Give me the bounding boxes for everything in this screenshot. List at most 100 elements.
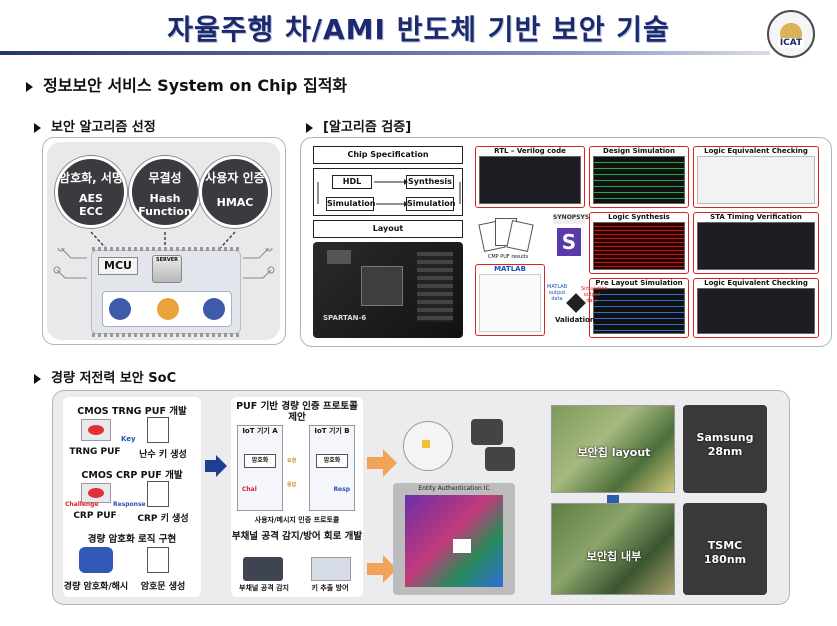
cmp-docs-icon bbox=[478, 218, 534, 252]
board-connector bbox=[327, 250, 351, 264]
die-label: Entity Authentication IC bbox=[418, 485, 490, 492]
validation-label: Validation bbox=[555, 316, 595, 324]
simulation-box-a: Simulation bbox=[326, 197, 375, 211]
synopsys-badge: SYNOPSYS bbox=[553, 214, 589, 224]
logo-text: ICAT bbox=[777, 38, 805, 48]
algo-circle-value: ECC bbox=[79, 205, 103, 218]
algo-circle-value: Hash bbox=[149, 192, 181, 205]
crypto-hash-label: 경량 암호화/해시 bbox=[63, 582, 129, 592]
server-label: SERVER bbox=[155, 257, 178, 263]
die-core bbox=[405, 495, 503, 587]
cipher-label: 암호문 생성 bbox=[140, 582, 186, 592]
flow-arrows bbox=[317, 179, 461, 207]
soc-heading: 경량 저전력 보안 SoC bbox=[34, 367, 176, 386]
logic-synth-screen bbox=[593, 222, 685, 270]
enc-box-a: 암호화 bbox=[244, 454, 276, 468]
mcu-label: MCU bbox=[98, 257, 138, 275]
user-node-icon bbox=[109, 298, 131, 320]
chip-pins-bottom bbox=[92, 333, 242, 337]
section1-heading: 정보보안 서비스 System on Chip 집적화 bbox=[26, 72, 347, 96]
algo-circle-integrity: 무결성 Hash Function bbox=[129, 156, 201, 228]
server-icon: SERVER bbox=[152, 255, 182, 283]
protocol-caption: 사용자/메시지 인증 프로토콜 bbox=[254, 516, 340, 524]
design-sim-frame: Design Simulation bbox=[589, 146, 689, 208]
iot-device-a: IoT 기기 A 암호화 Chal bbox=[237, 425, 283, 511]
doc-page-icon bbox=[506, 220, 534, 252]
algo-circle-title: 무결성 bbox=[148, 171, 182, 185]
attack-chip-icon bbox=[243, 557, 283, 581]
trng-puf-label: TRNG PUF bbox=[69, 447, 121, 457]
crp-chip-icon bbox=[81, 483, 111, 503]
soc-protocol-card: PUF 기반 경량 인증 프로토콜 제안 IoT 기기 A 암호화 Chal I… bbox=[231, 397, 363, 597]
chip-core-icon bbox=[88, 488, 104, 498]
zoom-circle bbox=[403, 421, 453, 471]
algo-circle-title: 사용자 인증 bbox=[205, 171, 265, 185]
soc-heading-text: 경량 저전력 보안 SoC bbox=[51, 371, 177, 386]
logic-eq2-label: Logic Equivalent Checking bbox=[704, 279, 808, 287]
zoom-detail bbox=[422, 440, 430, 448]
logic-synth-label: Logic Synthesis bbox=[608, 213, 670, 221]
institution-logo: ICAT bbox=[767, 10, 815, 58]
inside-photo-label: 보안칩 내부 bbox=[586, 550, 642, 563]
crp-puf-block bbox=[453, 539, 471, 553]
synopsys-logo-icon: S bbox=[557, 228, 581, 256]
crp-doc-icon bbox=[147, 481, 169, 507]
verify-heading: [알고리즘 검증] bbox=[306, 116, 411, 135]
orange-arrows bbox=[367, 449, 397, 583]
rtl-frame: RTL – Verilog code bbox=[475, 146, 585, 208]
eda-flow: RTL – Verilog code Design Simulation Log… bbox=[471, 146, 823, 340]
chip-zoom-callout bbox=[393, 417, 515, 475]
logic-eq2-screen bbox=[697, 288, 815, 334]
key-label: Key bbox=[121, 435, 136, 443]
iot-device-b: IoT 기기 B 암호화 Resp bbox=[309, 425, 355, 511]
layout-photo: 보안칩 layout bbox=[551, 405, 675, 493]
chal-label-a: Chal bbox=[242, 486, 257, 493]
cipher-doc-icon bbox=[147, 547, 169, 573]
hdl-box: HDL bbox=[332, 175, 372, 189]
samsung-nm-label: 28nm bbox=[707, 445, 743, 458]
tsmc-nm-label: 180nm bbox=[703, 553, 747, 566]
right-arrow-icon bbox=[205, 455, 227, 477]
circuit-trace-left bbox=[53, 248, 87, 279]
samsung-package-photo: Samsung 28nm bbox=[683, 405, 767, 493]
pre-layout-frame: Pre Layout Simulation bbox=[589, 278, 689, 338]
bullet-arrow-icon bbox=[34, 122, 41, 133]
verify-heading-text: [알고리즘 검증] bbox=[323, 120, 412, 135]
page-title: 자율주행 차/AMI 반도체 기반 보안 기술 bbox=[167, 13, 670, 46]
mcu-board: MCU SERVER bbox=[91, 247, 242, 337]
algo-heading-text: 보안 알고리즘 선정 bbox=[51, 120, 156, 135]
verify-panel: Chip Specification HDL Synthesis Simulat… bbox=[300, 137, 832, 347]
soc-left-card: CMOS TRNG PUF 개발 Key TRNG PUF 난수 키 생성 CM… bbox=[63, 397, 201, 597]
algo-circle-encryption: 암호화, 서명 AES ECC bbox=[55, 156, 127, 228]
matlab-screen bbox=[479, 274, 541, 332]
algo-heading: 보안 알고리즘 선정 bbox=[34, 116, 156, 135]
sidechannel-title: 부채널 공격 감지/방어 회로 개발 bbox=[231, 531, 363, 542]
trng-key-label: 난수 키 생성 bbox=[139, 450, 187, 460]
tsmc-package-photo: TSMC 180nm bbox=[683, 503, 767, 595]
tsmc-label: TSMC bbox=[707, 539, 743, 552]
trng-title: CMOS TRNG PUF 개발 bbox=[77, 406, 187, 417]
sta-frame: STA Timing Verification bbox=[693, 212, 819, 274]
cmp-label: CMP PUF results bbox=[487, 254, 529, 260]
design-sim-label: Design Simulation bbox=[603, 147, 675, 155]
algo-circle-value: AES bbox=[79, 192, 103, 205]
chip-pins-top bbox=[92, 247, 242, 251]
algo-circle-value: HMAC bbox=[216, 196, 254, 209]
chip-spec-box: Chip Specification bbox=[313, 146, 463, 164]
side-attack-label: 부채널 공격 감지 bbox=[239, 584, 289, 592]
enc-box-b: 암호화 bbox=[316, 454, 348, 468]
crp-puf-label: CRP PUF bbox=[73, 511, 117, 521]
board-header-pins bbox=[417, 252, 453, 322]
chip-core-icon bbox=[88, 425, 104, 435]
bullet-arrow-icon bbox=[306, 122, 313, 133]
logic-eq1-screen bbox=[697, 156, 815, 204]
algo-circle-auth: 사용자 인증 HMAC bbox=[199, 156, 271, 228]
section1-heading-text: 정보보안 서비스 System on Chip 집적화 bbox=[43, 76, 348, 95]
puf-node-icon bbox=[157, 298, 179, 320]
layout-photo-label: 보안칩 layout bbox=[577, 446, 651, 459]
crp-title: CMOS CRP PUF 개발 bbox=[81, 470, 183, 481]
board-text: SPARTAN-6 bbox=[323, 314, 367, 322]
iot-b-label: IoT 기기 B bbox=[314, 427, 350, 435]
algo-circle-title: 암호화, 서명 bbox=[59, 171, 123, 185]
logic-eq1-frame: Logic Equivalent Checking bbox=[693, 146, 819, 208]
